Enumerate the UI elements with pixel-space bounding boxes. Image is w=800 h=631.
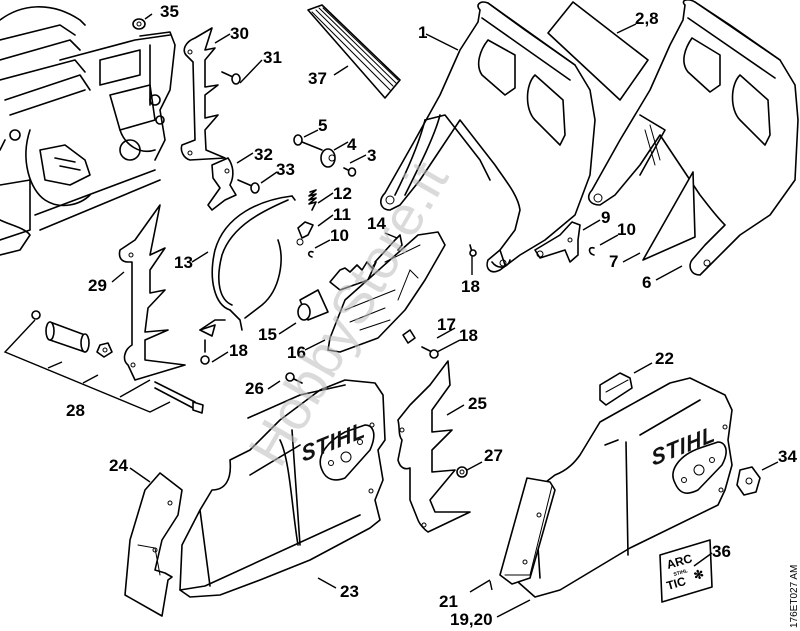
part-34-collar-nut — [736, 466, 761, 496]
callout-22[interactable]: 22 — [655, 349, 674, 368]
part-32-chain-catcher — [207, 157, 237, 211]
callout-16[interactable]: 16 — [287, 343, 306, 362]
part-35-nut — [132, 18, 146, 30]
part-23-sprocket-cover: STIHL — [179, 379, 386, 598]
part-14-wire-spring — [329, 234, 403, 291]
part-21-catcher-plate — [499, 477, 556, 585]
part-16-brake-housing — [327, 231, 446, 353]
callout-10b[interactable]: 10 — [617, 220, 636, 239]
leader-lines — [111, 13, 779, 618]
callout-18-right[interactable]: 18 — [459, 326, 478, 345]
callout-27[interactable]: 27 — [484, 446, 503, 465]
part-31-screw — [221, 71, 241, 85]
callout-17[interactable]: 17 — [437, 315, 456, 334]
part-6-hand-guard — [588, 0, 799, 276]
part-36-arctic-label: ARC STIHL TIC ✻ — [659, 539, 713, 603]
part-12-spring — [308, 189, 317, 211]
part-9-bell-crank — [534, 221, 581, 263]
part-1-hand-guard — [380, 1, 596, 273]
part-18-screw-middle — [421, 346, 439, 359]
part-24-catcher-plate — [124, 472, 183, 617]
callout-9[interactable]: 9 — [601, 208, 610, 227]
callout-4[interactable]: 4 — [347, 135, 357, 154]
callout-25[interactable]: 25 — [468, 394, 487, 413]
callout-6[interactable]: 6 — [642, 273, 651, 292]
callout-5[interactable]: 5 — [318, 116, 327, 135]
arctic-text-arc: ARC — [665, 551, 694, 572]
part-17-pin — [402, 329, 416, 344]
drawing-code: 176ET027 AM — [789, 565, 800, 628]
callout-14[interactable]: 14 — [367, 214, 386, 233]
snowflake-icon: ✻ — [692, 567, 706, 583]
arctic-text-stihl: STIHL — [673, 568, 689, 578]
part-18-screw-left — [199, 324, 216, 365]
part-10-clip-b — [588, 246, 595, 256]
part-19-20-sprocket-cover: STIHL — [517, 377, 733, 598]
callout-21[interactable]: 21 — [439, 592, 458, 611]
callout-13[interactable]: 13 — [174, 253, 193, 272]
callout-7[interactable]: 7 — [609, 252, 618, 271]
part-37-label — [307, 4, 401, 99]
part-10-clip-a — [307, 250, 314, 258]
callout-12[interactable]: 12 — [333, 184, 352, 203]
part-27-nut — [456, 466, 468, 478]
callout-18-upper[interactable]: 18 — [461, 277, 480, 296]
callout-3[interactable]: 3 — [367, 146, 376, 165]
callout-15[interactable]: 15 — [258, 325, 277, 344]
engine-housing — [0, 6, 176, 256]
callout-37[interactable]: 37 — [308, 69, 327, 88]
callout-31[interactable]: 31 — [263, 48, 282, 67]
part-22-slide — [599, 372, 633, 406]
callout-36[interactable]: 36 — [712, 542, 731, 561]
callout-1[interactable]: 1 — [418, 23, 427, 42]
part-3-screw — [343, 167, 357, 177]
part-18-screw-upper — [469, 244, 477, 257]
callout-2-8[interactable]: 2,8 — [635, 9, 659, 28]
part-4-rubber-buffer — [320, 148, 336, 168]
callout-34[interactable]: 34 — [778, 447, 797, 466]
part-5-screw — [293, 134, 323, 151]
callout-10a[interactable]: 10 — [330, 226, 349, 245]
part-30-bumper-spike — [180, 27, 226, 161]
arctic-text-tic: TIC — [665, 574, 688, 593]
callout-28[interactable]: 28 — [66, 401, 85, 420]
callout-30[interactable]: 30 — [230, 24, 249, 43]
callout-24[interactable]: 24 — [109, 456, 128, 475]
part-11-link — [296, 221, 314, 246]
callout-11[interactable]: 11 — [333, 205, 351, 224]
callout-26[interactable]: 26 — [245, 379, 264, 398]
part-28-mounting-kit — [3, 310, 204, 414]
callout-23[interactable]: 23 — [340, 582, 359, 601]
callout-19-20[interactable]: 19,20 — [450, 610, 493, 629]
part-29-bumper-spike — [118, 204, 186, 381]
part-7-label-plate — [642, 171, 696, 261]
callout-32[interactable]: 32 — [254, 145, 273, 164]
callout-33[interactable]: 33 — [276, 160, 295, 179]
callout-18-left[interactable]: 18 — [229, 341, 248, 360]
part-13-brake-band — [199, 195, 296, 331]
part-25-bumper-spike — [397, 360, 471, 533]
callout-29[interactable]: 29 — [88, 276, 107, 295]
part-15-sleeve — [297, 289, 329, 321]
part-2-8-label — [547, 1, 649, 101]
part-26-screw — [285, 372, 303, 384]
part-33-screw — [237, 179, 260, 194]
callout-35[interactable]: 35 — [160, 2, 179, 21]
callouts: 35 30 31 37 1 2,8 5 4 3 32 33 12 11 10 1… — [66, 2, 797, 629]
